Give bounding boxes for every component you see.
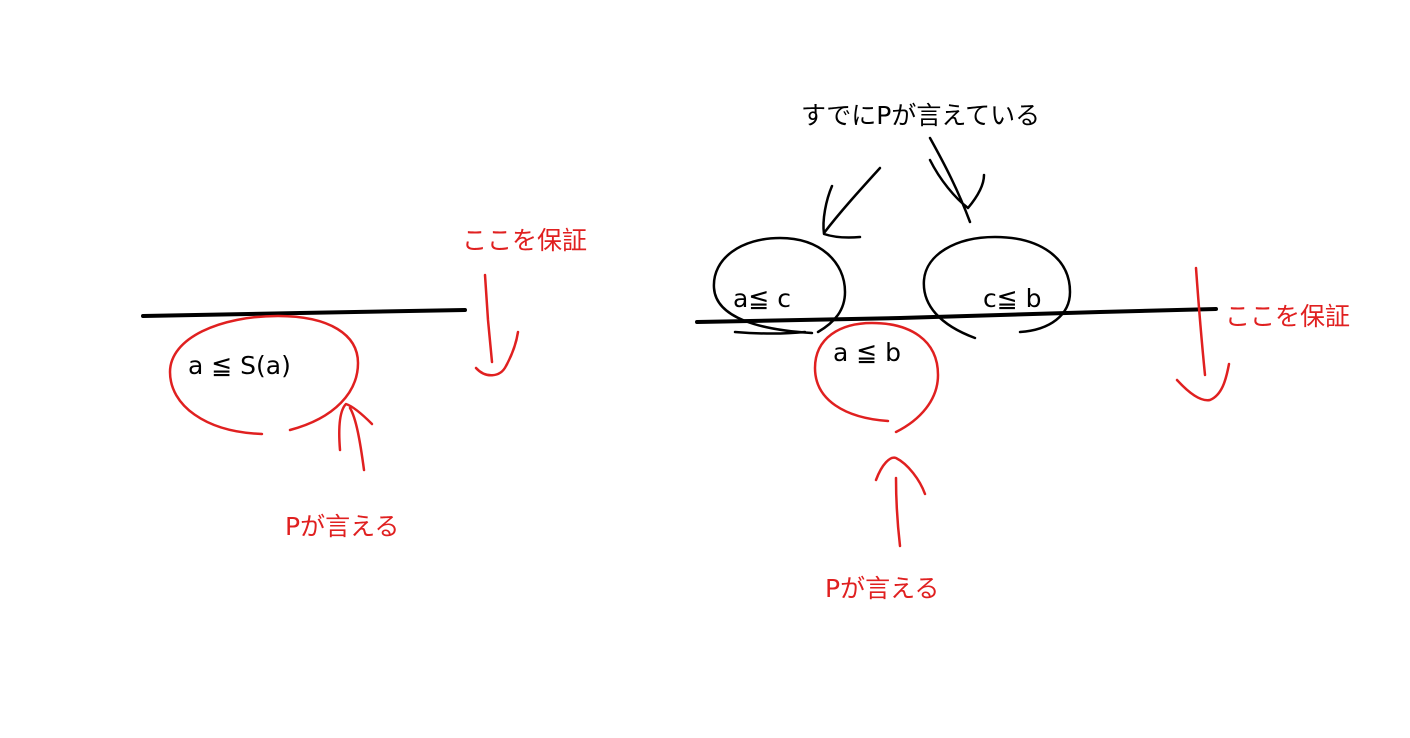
right-p-arrow bbox=[874, 456, 927, 548]
right-threshold-line bbox=[695, 307, 1218, 324]
left-guarantee-arrow bbox=[474, 273, 520, 377]
left-panel: a ≦ S(a) ここを保証 Pが言える bbox=[141, 226, 587, 541]
right-black-circle bbox=[922, 235, 1072, 340]
right-guarantee-arrow bbox=[1175, 266, 1231, 402]
right-p-label: Pが言える bbox=[825, 574, 939, 603]
left-circle-label-right: a≦ c bbox=[733, 284, 791, 313]
left-threshold-line bbox=[141, 308, 467, 318]
right-guarantee-label: ここを保証 bbox=[1225, 302, 1350, 331]
already-said-label: すでにPが言えている bbox=[801, 101, 1040, 130]
already-arrow-left bbox=[822, 166, 882, 239]
left-guarantee-label: ここを保証 bbox=[462, 226, 587, 255]
left-p-arrow bbox=[338, 402, 374, 472]
middle-circle-label: a ≦ b bbox=[833, 338, 901, 367]
left-circle-label: a ≦ S(a) bbox=[188, 351, 291, 380]
left-red-circle bbox=[168, 314, 360, 436]
left-p-label: Pが言える bbox=[285, 512, 399, 541]
already-arrow-right bbox=[928, 136, 986, 224]
right-panel: すでにPが言えている a≦ c c≦ b a ≦ b Pが言える ここを保証 bbox=[695, 101, 1350, 603]
right-circle-label: c≦ b bbox=[983, 284, 1042, 313]
middle-red-circle bbox=[813, 321, 940, 434]
left-black-circle bbox=[712, 236, 847, 335]
